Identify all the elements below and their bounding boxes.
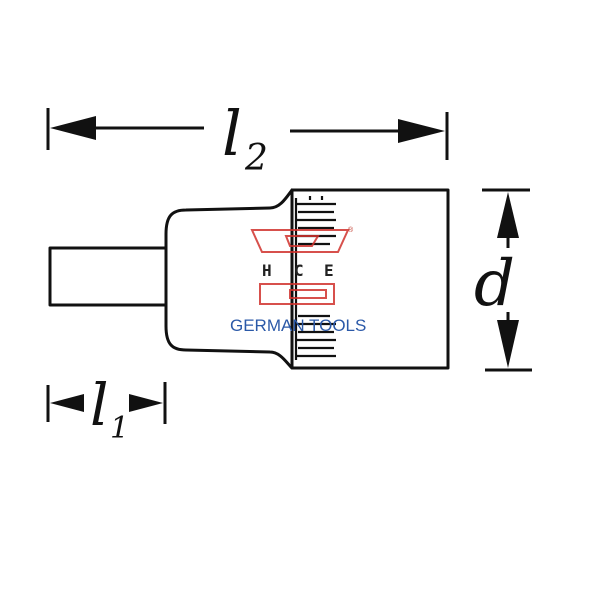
socket-bit-outline <box>48 188 450 370</box>
dimension-l2: l 2 <box>46 97 449 179</box>
l2-arrow-right <box>398 119 445 143</box>
dimension-l1: l 1 <box>46 371 167 446</box>
socket-neck <box>164 188 294 370</box>
l1-arrow-right <box>129 394 163 412</box>
l2-arrow-left <box>50 116 96 140</box>
hex-shank <box>48 246 168 307</box>
socket-knurl <box>294 196 336 360</box>
dimension-d: d <box>474 188 532 372</box>
socket-head <box>290 188 450 370</box>
logo-trademark: ® <box>348 226 354 234</box>
d-label: d <box>474 247 515 321</box>
logo-tagline: GERMAN TOOLS <box>230 316 366 335</box>
logo-letter-h: H <box>262 261 272 280</box>
l1-subscript: 1 <box>110 411 129 446</box>
hce-logo: H C E ® GERMAN TOOLS <box>230 226 366 335</box>
l2-subscript: 2 <box>244 138 268 179</box>
d-arrow-bottom <box>497 320 519 368</box>
d-arrow-top <box>497 192 519 238</box>
l1-arrow-left <box>50 394 84 412</box>
l1-label: l <box>90 371 109 439</box>
logo-letter-e: E <box>324 261 334 280</box>
logo-red-bottom-shape <box>259 283 335 305</box>
logo-letter-c: C <box>294 261 304 280</box>
l2-label: l <box>222 97 242 170</box>
logo-red-top-shape <box>250 229 350 253</box>
